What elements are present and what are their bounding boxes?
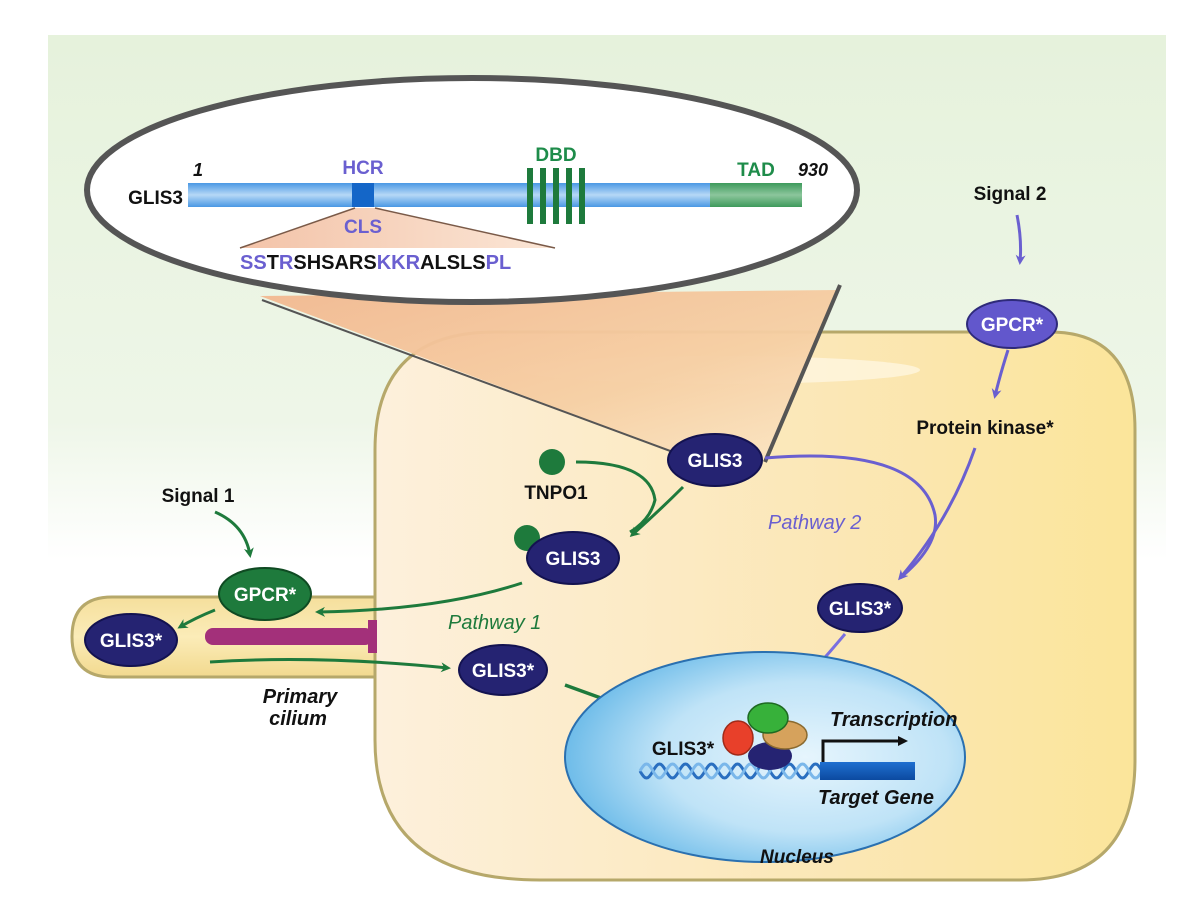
- tad-label: TAD: [737, 160, 775, 181]
- hcr-label: HCR: [342, 158, 383, 179]
- pathway-2-label: Pathway 2: [768, 512, 861, 534]
- inhibitor-bar-body: [205, 628, 373, 645]
- zinc-finger-stripe: [579, 168, 585, 224]
- tad-domain: [710, 183, 802, 207]
- dna-helix: [638, 762, 824, 780]
- dbd-label: DBD: [535, 145, 576, 166]
- glis3-to-complex-arrow: [629, 485, 685, 537]
- nucleus: GLIS3* Transcription Target Gene: [564, 651, 966, 863]
- glis3-tnpo1-label: GLIS3: [546, 549, 601, 570]
- magnifier-cone: [260, 290, 838, 462]
- nucleus-label: Nucleus: [760, 847, 834, 868]
- tnpo1-binding-arrow: [575, 460, 657, 534]
- transcription-complex: [722, 702, 808, 770]
- zinc-finger-stripe: [553, 168, 559, 224]
- protein-domain-map: GLIS3 1 930 HCR DBD TAD CLS SSTRSHSARSKK…: [128, 145, 828, 274]
- gpcr-green-ellipse: [218, 567, 312, 621]
- cls-wedge-edge: [239, 207, 356, 249]
- inhibitor-bar: [205, 620, 377, 653]
- tnpo1-label: TNPO1: [524, 483, 588, 504]
- transcription-start-arrow: [821, 736, 908, 762]
- complex-green-subunit: [747, 702, 789, 734]
- gpcr-purple-label: GPCR*: [981, 315, 1044, 336]
- signal-2-label: Signal 2: [974, 184, 1047, 205]
- protein-end-label: 930: [798, 160, 828, 180]
- pathway-1-label: Pathway 1: [448, 612, 541, 634]
- kinase-to-glis3-arrow: [898, 447, 977, 581]
- gpcr-purple-ellipse: [966, 299, 1058, 349]
- glis3-top-label: GLIS3: [688, 451, 743, 472]
- complex-red-subunit: [722, 720, 754, 756]
- glis3-top-ellipse: [667, 433, 763, 487]
- glis3-tnpo1-ellipse: [526, 531, 620, 585]
- signal-1-arrow: [214, 510, 254, 558]
- glis3-pathway1-label: GLIS3*: [472, 661, 535, 682]
- cls-residue-highlight: SS: [240, 252, 267, 274]
- signal-2-arrow: [1015, 214, 1026, 265]
- cls-residue-highlight: R: [279, 252, 294, 274]
- glis3-pathway1-node: GLIS3*: [458, 644, 548, 696]
- complex-to-gpcr-arrow: [315, 581, 523, 617]
- gpcr-green-node: GPCR*: [218, 567, 312, 621]
- dna-strand-b: [638, 762, 824, 780]
- target-gene-label: Target Gene: [818, 787, 934, 809]
- magnifier-cone-edge-left: [261, 299, 701, 463]
- glis3-pathway2-node: GLIS3*: [817, 583, 903, 633]
- glis3-pathway2-label: GLIS3*: [829, 599, 892, 620]
- signal-1-label: Signal 1: [162, 486, 235, 507]
- cls-residue: ALSLS: [420, 252, 486, 274]
- protein-bar: [188, 183, 710, 207]
- glis3-pathway2-ellipse: [817, 583, 903, 633]
- glis3-top-node: GLIS3: [667, 433, 763, 487]
- zinc-finger-stripe: [566, 168, 572, 224]
- primary-cilium-label-line1: Primary: [263, 686, 338, 708]
- cls-expansion-wedge: [240, 208, 555, 248]
- cls-label: CLS: [344, 217, 382, 238]
- gpcr-to-cilium-glis3-arrow: [177, 608, 216, 629]
- protein-name-label: GLIS3: [128, 188, 183, 209]
- cls-sequence: SSTRSHSARSKKRALSLSPL: [240, 252, 511, 274]
- target-gene-bar: [820, 762, 915, 780]
- primary-cilium-label-line2: cilium: [269, 708, 327, 730]
- zinc-finger-stripe: [540, 168, 546, 224]
- gpcr-purple-node: GPCR*: [966, 299, 1058, 349]
- cls-residue: SHSARS: [293, 252, 376, 274]
- glis3-tnpo1-complex: GLIS3: [514, 525, 620, 585]
- transcription-label: Transcription: [830, 709, 957, 731]
- protein-kinase-label: Protein kinase*: [916, 418, 1054, 439]
- inhibitor-bar-cap: [368, 620, 377, 653]
- cls-wedge-edge: [374, 207, 556, 249]
- cilium-to-pathway1-arrow: [209, 658, 451, 673]
- tnpo1-circle: [539, 449, 565, 475]
- cls-residue: T: [267, 252, 279, 274]
- hcr-domain: [352, 183, 374, 207]
- glis3-pathway1-ellipse: [458, 644, 548, 696]
- protein-start-label: 1: [193, 160, 203, 180]
- zinc-finger-stripe: [527, 168, 533, 224]
- cls-residue-highlight: PL: [486, 252, 512, 274]
- magnifier-cone-edge-right: [763, 284, 842, 463]
- dbd-zinc-fingers: [527, 168, 585, 224]
- glis3-cilium-label: GLIS3*: [100, 631, 163, 652]
- glis3-cilium-ellipse: [84, 613, 178, 667]
- pathway-2-curve-arrow: [764, 454, 938, 580]
- gpcr-to-kinase-arrow: [991, 349, 1010, 399]
- cls-residue-highlight: KKR: [377, 252, 421, 274]
- gpcr-green-label: GPCR*: [234, 585, 297, 606]
- glis3-cilium-node: GLIS3*: [84, 613, 178, 667]
- glis3-nucleus-label: GLIS3*: [652, 739, 715, 760]
